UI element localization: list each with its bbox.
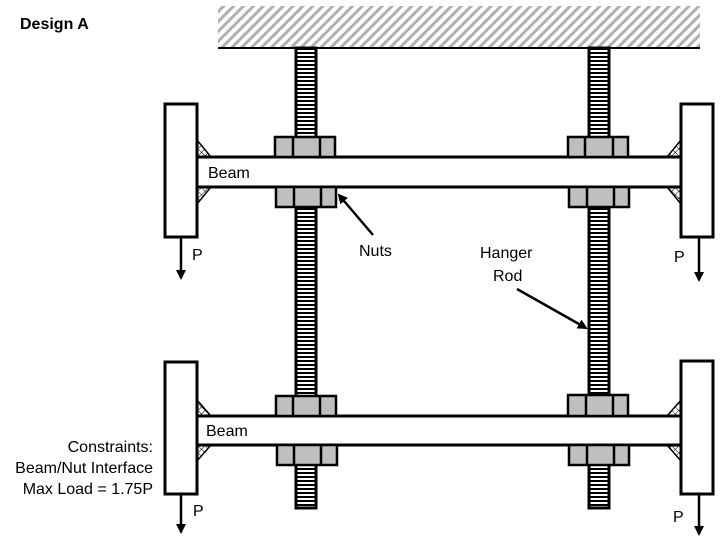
hanger-rod-label-line2: Rod: [493, 268, 522, 285]
nut-upper-left-top: [273, 135, 337, 159]
weld-lower-left-top: [196, 398, 213, 417]
constraints-line2: Beam/Nut Interface: [15, 460, 153, 477]
nut-lower-right-bottom: [567, 443, 631, 467]
end-plate-upper-left: [163, 102, 199, 239]
lower-assembly: Beam P P: [163, 359, 715, 536]
hanger-rod-label-line1: Hanger: [480, 245, 533, 262]
nut-upper-right-top: [566, 135, 630, 159]
end-plate-lower-right: [679, 359, 715, 496]
beam-lower: [195, 414, 683, 447]
beam-upper-label: Beam: [208, 165, 250, 182]
nut-lower-right-top: [566, 393, 630, 418]
end-plate-lower-left: [163, 360, 199, 496]
beam-lower-label: Beam: [206, 423, 248, 440]
nut-lower-left-top: [274, 394, 338, 418]
weld-upper-right-bottom: [665, 186, 682, 207]
load-label-upper-right: P: [674, 249, 685, 266]
load-label-lower-right: P: [673, 509, 684, 526]
nuts-label: Nuts: [359, 243, 392, 260]
weld-upper-right-top: [665, 137, 682, 158]
load-label-upper-left: P: [192, 247, 203, 264]
nuts-callout-arrow: [337, 193, 374, 236]
weld-lower-left-bottom: [196, 444, 213, 463]
load-label-lower-left: P: [193, 503, 204, 520]
weld-upper-left-top: [196, 137, 213, 158]
weld-upper-left-bottom: [196, 186, 213, 207]
weld-lower-right-bottom: [665, 444, 682, 463]
ceiling: [218, 6, 700, 49]
nut-upper-left-bottom: [274, 185, 338, 209]
nut-upper-right-bottom: [567, 185, 631, 209]
end-plate-upper-right: [679, 102, 715, 239]
upper-assembly: Beam P P: [163, 102, 715, 282]
weld-lower-right-top: [665, 398, 682, 417]
nut-lower-left-bottom: [275, 443, 339, 467]
hanger-rod-callout-arrow: [516, 287, 588, 330]
constraints-line1: Constraints:: [68, 439, 153, 456]
constraints-line3: Max Load = 1.75P: [23, 481, 153, 498]
beam-upper: [195, 155, 683, 189]
design-title: Design A: [20, 16, 89, 33]
